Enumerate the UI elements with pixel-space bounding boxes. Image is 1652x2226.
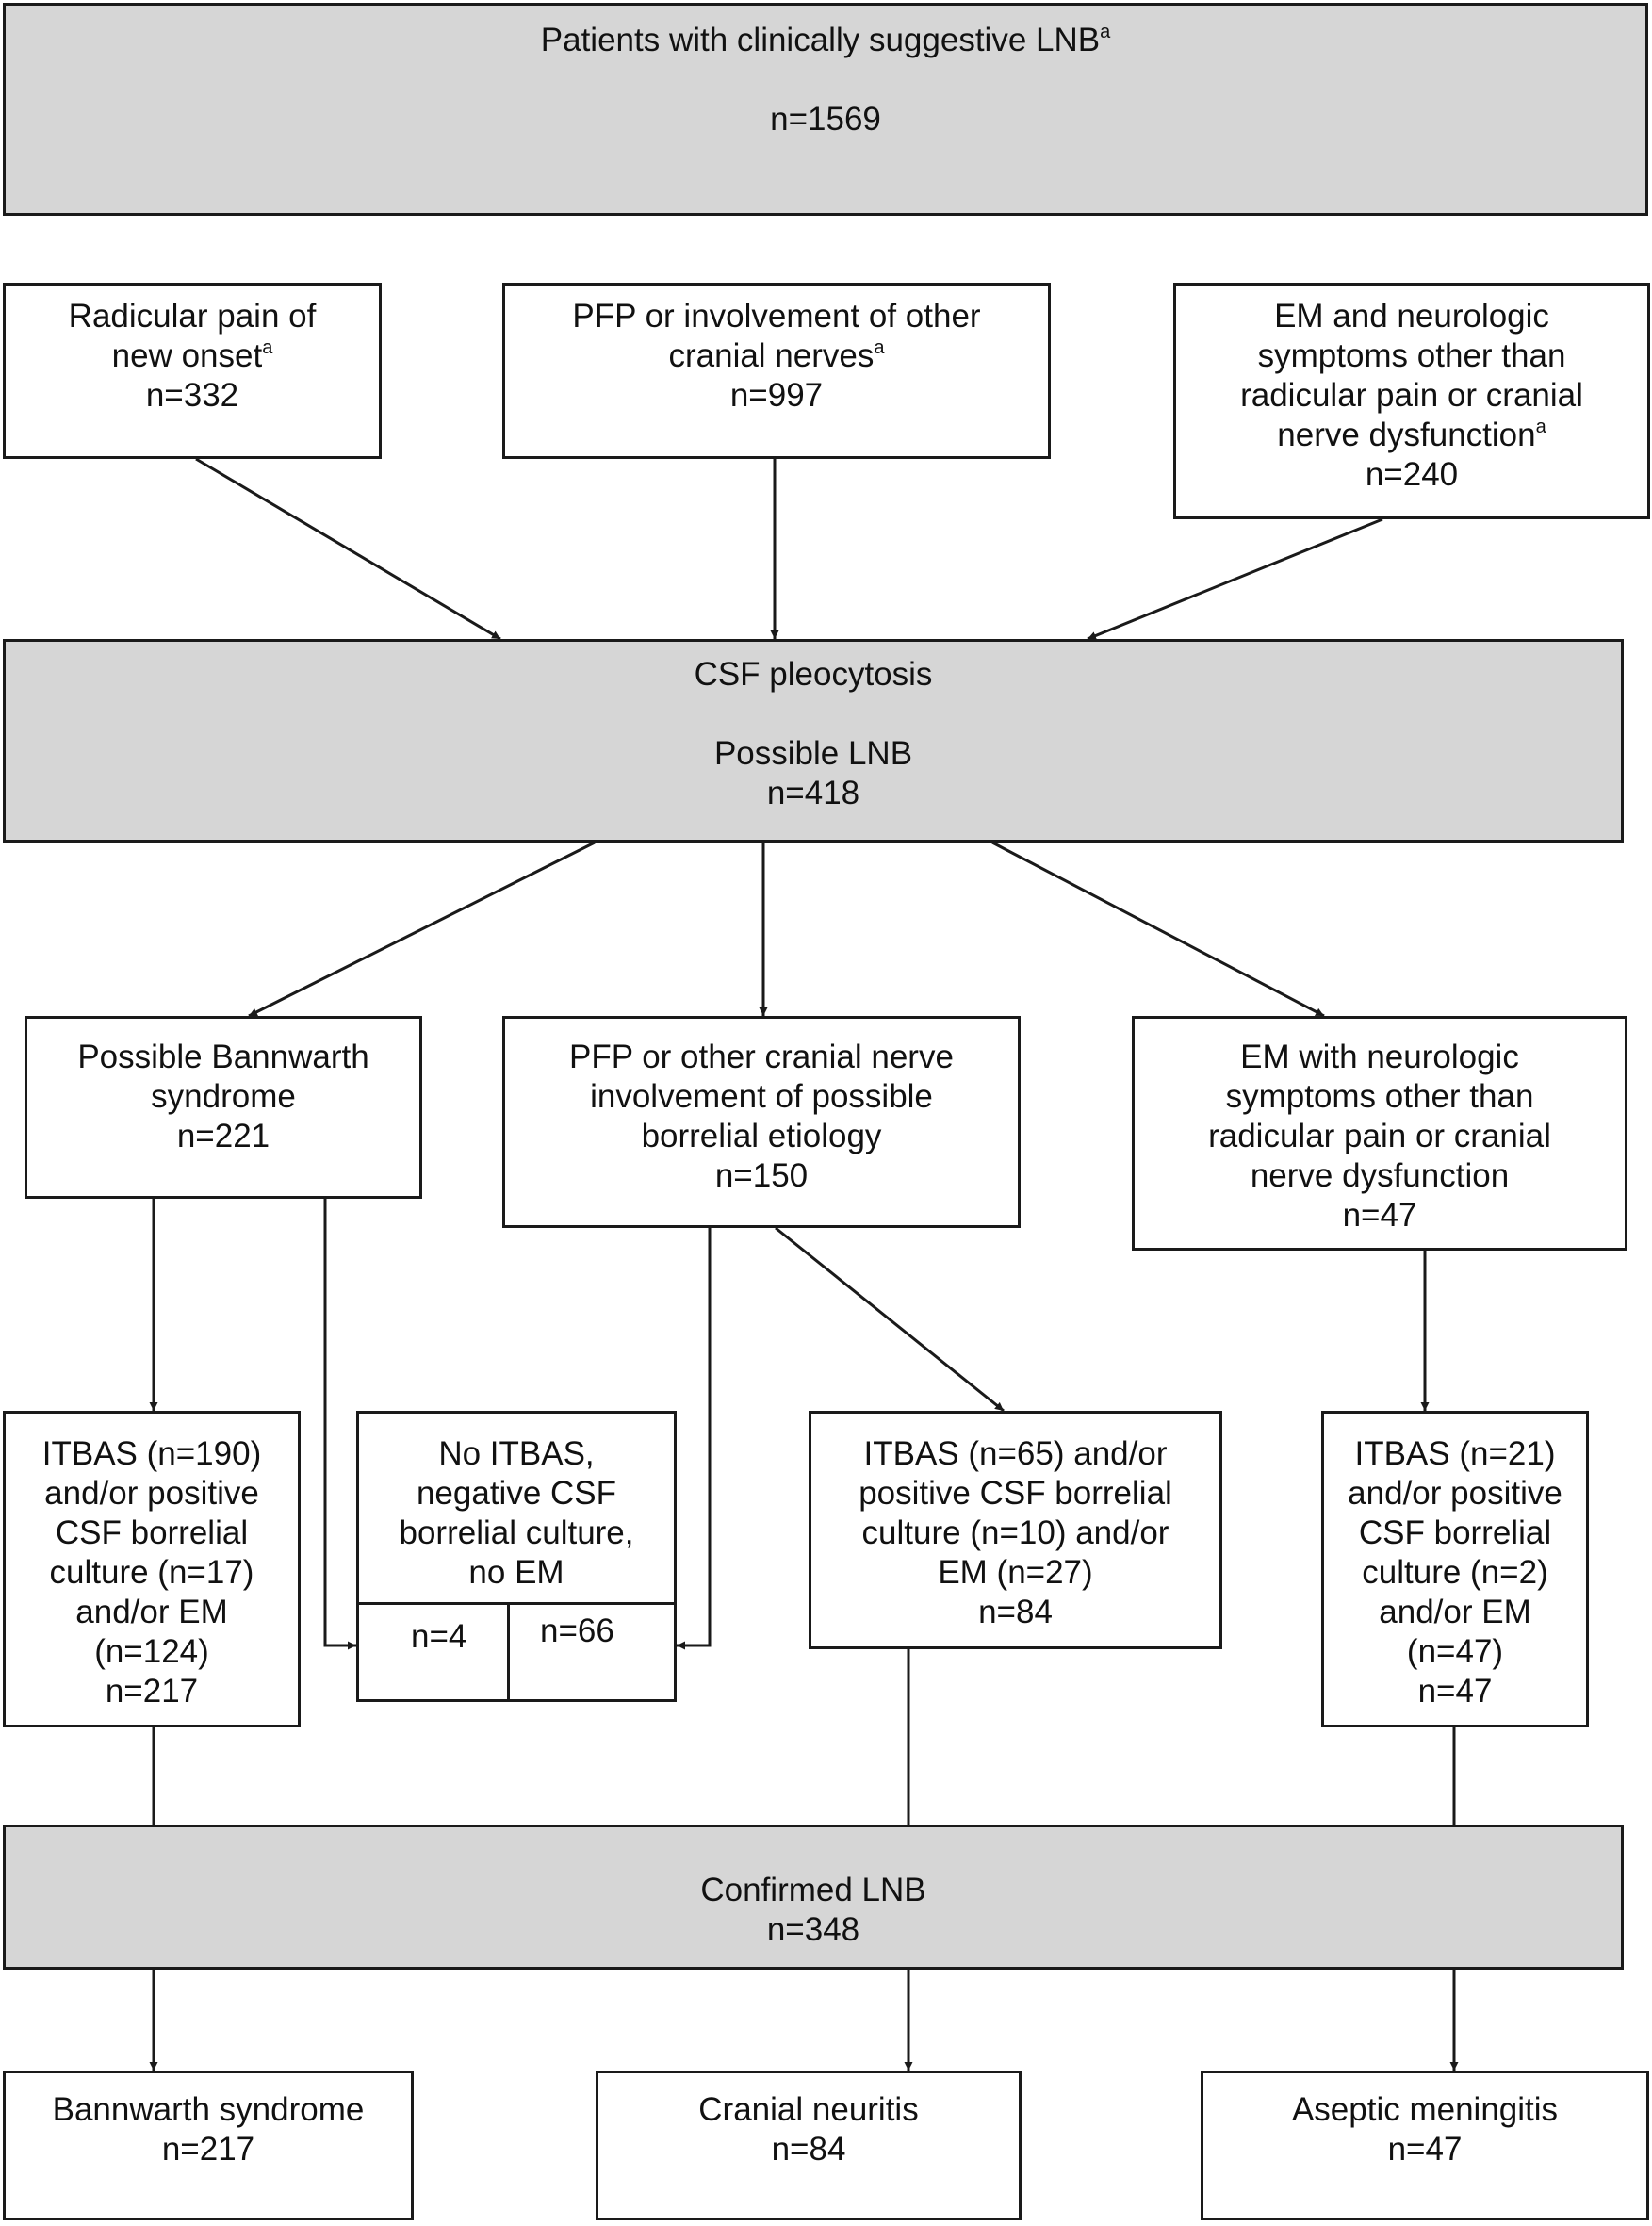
possible-bannwarth-box: Possible Bannwarth syndrome n=221 (25, 1016, 422, 1199)
top-title: Patients with clinically suggestive LNB (540, 22, 1101, 58)
arrow-bannwarth-to-negative (323, 1199, 356, 1650)
arrow-cranial-to-tests (775, 1226, 1005, 1413)
possible-cranial-line3: borrelial etiology (641, 1118, 882, 1154)
outcome-meningitis-n: n=47 (1387, 2131, 1463, 2168)
tests-right-line: culture (n=2) (1362, 1554, 1548, 1591)
pfp-box: PFP or involvement of other cranial nerv… (502, 283, 1051, 459)
top-box: Patients with clinically suggestive LNBa… (3, 3, 1648, 216)
em-symptom-line2: symptoms other than (1257, 337, 1566, 374)
tests-left-line: and/or EM (75, 1594, 228, 1630)
possible-em-line3: radicular pain or cranial (1208, 1118, 1551, 1154)
possible-cranial-line1: PFP or other cranial nerve (569, 1039, 954, 1075)
confirmed-n: n=348 (766, 1911, 860, 1948)
possible-em-line1: EM with neurologic (1240, 1039, 1519, 1075)
possible-cranial-box: PFP or other cranial nerve involvement o… (502, 1016, 1021, 1228)
outcome-bannwarth-box: Bannwarth syndrome n=217 (3, 2071, 414, 2220)
em-symptom-footnote: a (1535, 417, 1546, 437)
possible-em-box: EM with neurologic symptoms other than r… (1132, 1016, 1627, 1251)
pfp-line2: cranial nervesa (505, 336, 1048, 376)
possible-bannwarth-line1: Possible Bannwarth (77, 1039, 369, 1075)
pfp-footnote: a (874, 337, 885, 358)
tests-left-line: (n=124) (94, 1633, 209, 1670)
pfp-line2-text: cranial nerves (668, 337, 875, 374)
tests-negative-line: negative CSF (416, 1475, 617, 1512)
tests-negative-n-left: n=4 (411, 1618, 467, 1655)
tests-left-n: n=217 (105, 1673, 199, 1710)
em-symptom-line3: radicular pain or cranial (1240, 377, 1583, 414)
tests-negative-divider (359, 1602, 674, 1605)
tests-negative-n-right: n=66 (540, 1612, 614, 1649)
tests-right-line: ITBAS (n=21) (1354, 1435, 1556, 1472)
tests-right-n: n=47 (1417, 1673, 1493, 1710)
csf-box: CSF pleocytosis Possible LNB n=418 (3, 639, 1624, 843)
pfp-line1: PFP or involvement of other (572, 298, 981, 335)
arrow-em-to-csf (1087, 517, 1383, 641)
tests-middle-line: EM (n=27) (938, 1554, 1093, 1591)
tests-left-line: and/or positive (44, 1475, 259, 1512)
confirmed-box: Confirmed LNB n=348 (3, 1825, 1624, 1970)
outcome-meningitis-label: Aseptic meningitis (1291, 2091, 1559, 2128)
possible-bannwarth-n: n=221 (176, 1118, 270, 1154)
radicular-line1: Radicular pain of (68, 298, 317, 335)
outcome-cranial-label: Cranial neuritis (698, 2091, 919, 2128)
tests-left-box: ITBAS (n=190) and/or positive CSF borrel… (3, 1411, 301, 1727)
radicular-line2-text: new onset (111, 337, 263, 374)
pfp-n: n=997 (729, 377, 824, 414)
outcome-bannwarth-n: n=217 (161, 2131, 255, 2168)
possible-bannwarth-line2: syndrome (151, 1078, 296, 1115)
csf-n: n=418 (766, 775, 860, 811)
possible-em-n: n=47 (1342, 1197, 1417, 1234)
possible-em-line4: nerve dysfunction (1250, 1157, 1510, 1194)
tests-negative-box: No ITBAS, negative CSF borrelial culture… (356, 1411, 677, 1702)
tests-right-line: CSF borrelial (1358, 1514, 1552, 1551)
outcome-meningitis-box: Aseptic meningitis n=47 (1201, 2071, 1649, 2220)
tests-left-line: culture (n=17) (49, 1554, 254, 1591)
top-title-footnote: a (1100, 22, 1111, 42)
radicular-footnote: a (262, 337, 273, 358)
tests-middle-n: n=84 (978, 1594, 1053, 1630)
top-title-line: Patients with clinically suggestive LNBa (6, 21, 1645, 60)
em-symptom-line1: EM and neurologic (1274, 298, 1549, 335)
tests-middle-line: positive CSF borrelial (859, 1475, 1172, 1512)
tests-negative-line: No ITBAS, (438, 1435, 595, 1472)
tests-right-line: and/or positive (1348, 1475, 1562, 1512)
radicular-box: Radicular pain of new onseta n=332 (3, 283, 382, 459)
possible-em-line2: symptoms other than (1225, 1078, 1534, 1115)
arrow-csf-to-bannwarth (248, 841, 596, 1018)
tests-right-line: and/or EM (1379, 1594, 1531, 1630)
tests-right-box: ITBAS (n=21) and/or positive CSF borreli… (1321, 1411, 1589, 1727)
tests-negative-split (507, 1602, 510, 1699)
radicular-n: n=332 (145, 377, 239, 414)
outcome-cranial-box: Cranial neuritis n=84 (596, 2071, 1022, 2220)
outcome-cranial-n: n=84 (771, 2131, 846, 2168)
csf-line1: CSF pleocytosis (694, 656, 933, 693)
em-symptom-n: n=240 (1365, 456, 1459, 493)
tests-middle-box: ITBAS (n=65) and/or positive CSF borreli… (809, 1411, 1222, 1649)
tests-left-line: CSF borrelial (55, 1514, 249, 1551)
arrow-radicular-to-csf (195, 457, 501, 641)
tests-middle-line: culture (n=10) and/or (861, 1514, 1169, 1551)
arrow-cranial-to-negative (677, 1228, 712, 1650)
arrow-csf-to-em (991, 841, 1325, 1018)
tests-negative-line: no EM (468, 1554, 564, 1591)
radicular-line2: new onseta (6, 336, 379, 376)
confirmed-line1: Confirmed LNB (700, 1872, 926, 1908)
outcome-bannwarth-label: Bannwarth syndrome (52, 2091, 365, 2128)
em-symptom-box: EM and neurologic symptoms other than ra… (1173, 283, 1650, 519)
csf-line2: Possible LNB (713, 735, 913, 772)
tests-negative-line: borrelial culture, (399, 1514, 634, 1551)
top-n: n=1569 (770, 101, 881, 138)
tests-middle-line: ITBAS (n=65) and/or (863, 1435, 1168, 1472)
tests-right-line: (n=47) (1406, 1633, 1504, 1670)
possible-cranial-n: n=150 (714, 1157, 809, 1194)
possible-cranial-line2: involvement of possible (590, 1078, 933, 1115)
tests-left-line: ITBAS (n=190) (41, 1435, 262, 1472)
em-symptom-line4: nerve dysfunctiona (1176, 416, 1647, 455)
em-symptom-line4-text: nerve dysfunction (1277, 417, 1536, 453)
